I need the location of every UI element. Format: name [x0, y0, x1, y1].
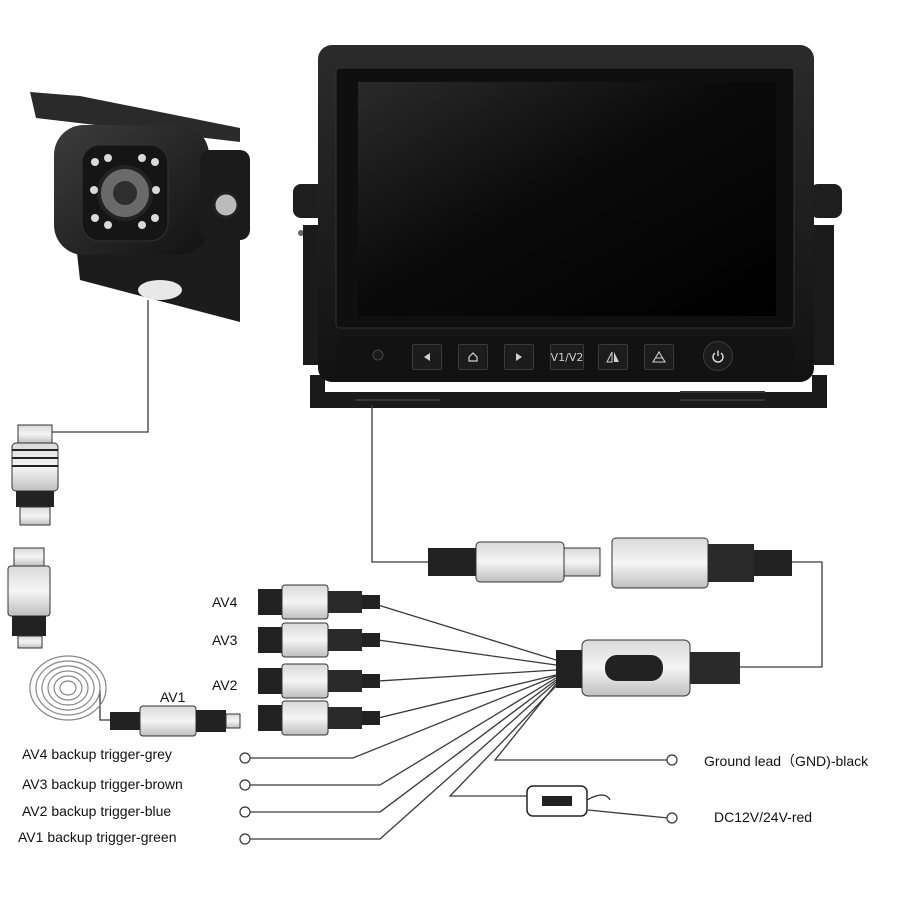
ir-leds — [90, 154, 160, 229]
monitor — [293, 45, 842, 408]
label-av1: AV1 — [160, 689, 186, 705]
camera-bracket-hole — [138, 280, 182, 300]
prev-button[interactable] — [412, 344, 442, 370]
av1-extension-plug — [110, 705, 241, 737]
mirror-button[interactable] — [598, 344, 628, 370]
camera-plug — [11, 424, 59, 526]
ground-wire — [493, 683, 668, 761]
av3-connector — [258, 622, 380, 658]
wires — [48, 300, 823, 840]
wire-terminals — [239, 752, 678, 845]
extension-cable-coil — [29, 655, 107, 721]
monitor-extension-cable — [740, 561, 823, 668]
camera-extension-socket — [7, 547, 51, 649]
monitor-bracket-right-arm — [812, 225, 834, 365]
ir-sensor — [372, 349, 384, 361]
monitor-left-screw — [298, 230, 304, 236]
label-av3: AV3 — [212, 632, 238, 648]
av2-connector — [258, 663, 380, 699]
label-av2: AV2 — [212, 677, 238, 693]
av4-cable — [377, 604, 557, 661]
home-icon — [468, 352, 478, 362]
av1-cable — [377, 674, 557, 719]
trigger-av3-wire — [245, 677, 557, 786]
monitor-screen[interactable] — [358, 82, 776, 316]
monitor-right-knob — [810, 184, 842, 218]
trigger-av1-wire — [245, 681, 557, 840]
trigger-label-av4: AV4 backup trigger-grey — [22, 746, 172, 762]
backup-camera — [30, 92, 250, 322]
av2-cable — [377, 669, 557, 682]
av1-connector — [258, 700, 380, 736]
flip-button[interactable] — [644, 344, 674, 370]
next-button[interactable] — [504, 344, 534, 370]
v1-v2-label: V1/V2 — [550, 350, 584, 364]
trigger-label-av2: AV2 backup trigger-blue — [22, 803, 172, 819]
camera-cable — [48, 300, 149, 433]
fuse-holder — [526, 785, 611, 817]
mirror-flip-icon — [606, 351, 619, 363]
ground-lead-label: Ground lead（GND)-black — [704, 753, 869, 769]
monitor-extension-socket — [611, 537, 792, 589]
trigger-label-av1: AV1 backup trigger-green — [18, 829, 177, 845]
camera-bracket — [75, 235, 240, 322]
av1-extension-lead — [99, 690, 110, 721]
av4-connector — [258, 584, 380, 620]
monitor-plug — [428, 541, 601, 583]
power-button[interactable] — [703, 341, 733, 371]
power-wire-a — [448, 685, 557, 797]
label-av4: AV4 — [212, 594, 238, 610]
splitter-box — [556, 639, 740, 697]
trigger-av4-wire — [245, 675, 557, 759]
power-icon — [712, 350, 724, 363]
triangle-left-icon — [424, 353, 430, 361]
v1-v2-button[interactable]: V1/V2 — [550, 344, 584, 370]
camera-mount-screw — [212, 191, 240, 219]
trigger-label-av3: AV3 backup trigger-brown — [22, 776, 183, 792]
monitor-cable — [371, 405, 428, 563]
home-button[interactable] — [458, 344, 488, 370]
power-wire-b — [587, 809, 669, 819]
camera-lens-center — [113, 181, 137, 205]
flip-vertical-icon — [652, 351, 666, 363]
av3-cable — [377, 639, 557, 666]
triangle-right-icon — [516, 353, 522, 361]
dc-power-label: DC12V/24V-red — [714, 809, 813, 825]
trigger-av2-wire — [245, 679, 557, 813]
monitor-left-knob — [293, 184, 325, 218]
